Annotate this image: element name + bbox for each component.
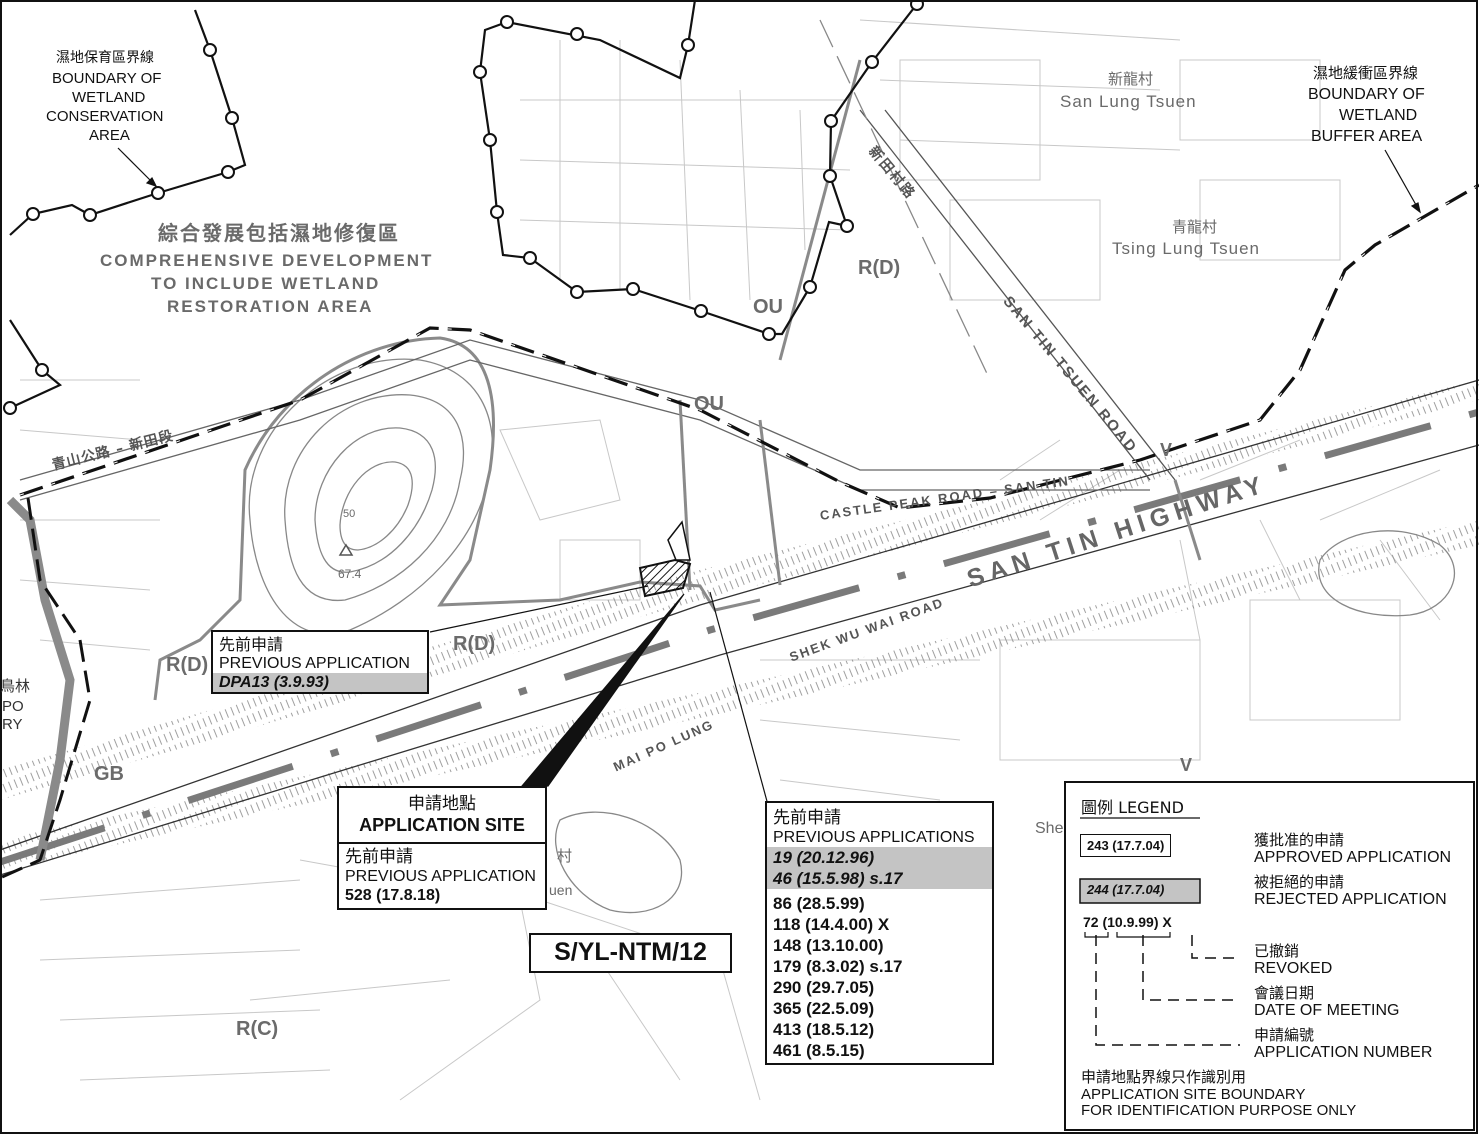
wetland-buffer-label-en2: WETLAND xyxy=(1339,107,1418,124)
fragment-mai-po-zh: 鳥林 xyxy=(0,677,31,695)
san-tin-tsuen-road xyxy=(819,19,1176,481)
wetland-buffer-label-en1: BOUNDARY OF xyxy=(1308,86,1425,103)
prev-app-site-zh: 先前申請 xyxy=(345,847,413,867)
prev-app-site-en: PREVIOUS APPLICATION xyxy=(345,868,536,885)
legend-approved-zh: 獲批准的申請 xyxy=(1254,831,1345,849)
legend-meeting-en: DATE OF MEETING xyxy=(1254,1002,1400,1019)
wetland-conservation-boundary-left xyxy=(9,9,247,409)
legend-approved-en: APPROVED APPLICATION xyxy=(1254,849,1452,866)
embankment-south xyxy=(0,520,1479,870)
prev-app-left-zh: 先前申請 xyxy=(219,635,284,654)
legend-rejected-zh: 被拒絕的申請 xyxy=(1254,873,1345,891)
wetland-conservation-label-en4: AREA xyxy=(89,127,130,144)
village-tsing-lung-zh: 青龍村 xyxy=(1172,218,1218,236)
prev-app-left-rejected: DPA13 (3.9.93) xyxy=(213,673,427,692)
prev-apps-rejected-2: 46 (15.5.98) s.17 xyxy=(767,868,992,889)
prev-app-site-approved: 528 (17.8.18) xyxy=(345,887,441,904)
application-site[interactable] xyxy=(638,558,692,598)
prev-apps-approved-3: 148 (13.10.00) xyxy=(773,936,884,955)
zone-boundary-hill xyxy=(153,336,761,701)
prev-apps-approved-7: 413 (18.5.12) xyxy=(773,1020,875,1039)
legend-note-en2: FOR IDENTIFICATION PURPOSE ONLY xyxy=(1081,1102,1357,1119)
prev-apps-rejected-1: 19 (20.12.96) xyxy=(767,847,992,868)
zone-gb: GB xyxy=(94,763,124,785)
wetland-conservation-label-en1: BOUNDARY OF xyxy=(52,70,162,87)
zone-rd-west: R(D) xyxy=(166,654,209,676)
prev-apps-approved-5: 290 (29.7.05) xyxy=(773,978,875,997)
prev-apps-right-zh: 先前申請 xyxy=(773,808,841,828)
fragment-ry: RY xyxy=(2,716,23,733)
legend-appno-en: APPLICATION NUMBER xyxy=(1254,1044,1433,1061)
previous-applications-box-right: 先前申請 PREVIOUS APPLICATIONS 19 (20.12.96)… xyxy=(765,801,994,1065)
legend-appno-zh: 申請編號 xyxy=(1254,1026,1315,1044)
wetland-buffer-label-en3: BUFFER AREA xyxy=(1311,128,1423,145)
legend-note-zh: 申請地點界線只作識別用 xyxy=(1081,1068,1247,1086)
spot-height-icon xyxy=(338,543,354,556)
village-san-lung-zh: 新龍村 xyxy=(1108,70,1154,88)
application-site-box: 申請地點 APPLICATION SITE xyxy=(337,786,547,844)
legend-rejected-chip: 244 (17.7.04) xyxy=(1087,882,1165,897)
river xyxy=(6,496,75,861)
zone-ou-centre: OU xyxy=(694,393,724,415)
legend-meeting-zh: 會議日期 xyxy=(1254,984,1315,1002)
legend-example: 72 (10.9.99) X xyxy=(1083,914,1172,930)
wetland-buffer-boundary xyxy=(19,183,1479,510)
application-site-zh: 申請地點 xyxy=(408,794,476,814)
prev-app-left-en: PREVIOUS APPLICATION xyxy=(219,655,410,672)
local-roads xyxy=(678,59,1202,591)
zone-ou-north: OU xyxy=(753,296,783,318)
legend-title: 圖例 LEGEND xyxy=(1081,798,1184,817)
prev-apps-approved-6: 365 (22.5.09) xyxy=(773,999,875,1018)
prev-apps-approved-2: 118 (14.4.00) X xyxy=(773,915,890,934)
prev-apps-approved-8: 461 (8.5.15) xyxy=(773,1041,865,1060)
legend-rejected-en: REJECTED APPLICATION xyxy=(1254,891,1447,908)
wetland-conservation-nodes-centre xyxy=(473,0,924,341)
legend-revoked-zh: 已撤銷 xyxy=(1254,942,1300,960)
wetland-conservation-label-en3: CONSERVATION xyxy=(46,108,164,125)
wetland-buffer-label-zh: 濕地緩衝區界線 xyxy=(1313,64,1419,82)
zone-v-south: V xyxy=(1180,755,1193,775)
application-site-en: APPLICATION SITE xyxy=(359,815,525,835)
fragment-cun: 村 xyxy=(557,847,573,865)
legend-revoked-en: REVOKED xyxy=(1254,960,1333,977)
prev-apps-approved-1: 86 (28.5.99) xyxy=(773,894,865,913)
legend-approved-chip: 243 (17.7.04) xyxy=(1080,834,1172,857)
comprehensive-development-label-en2: TO INCLUDE WETLAND xyxy=(151,274,381,293)
legend-note-en1: APPLICATION SITE BOUNDARY xyxy=(1081,1086,1306,1103)
zone-rd-east: R(D) xyxy=(858,257,901,279)
comprehensive-development-label-en1: COMPREHENSIVE DEVELOPMENT xyxy=(100,251,434,270)
wetland-buffer-boundary-left xyxy=(0,497,92,880)
comprehensive-development-label-zh: 綜合發展包括濕地修復區 xyxy=(158,221,400,245)
fragment-she: She xyxy=(1035,820,1064,837)
fragment-uen: uen xyxy=(549,882,573,898)
wetland-conservation-label-zh: 濕地保育區界線 xyxy=(56,50,154,66)
zone-rc: R(C) xyxy=(236,1018,279,1040)
plan-number: S/YL-NTM/12 xyxy=(529,933,732,973)
zone-v-north: V xyxy=(1160,440,1173,460)
wetland-conservation-label-en2: WETLAND xyxy=(72,89,146,106)
village-san-lung-en: San Lung Tsuen xyxy=(1060,92,1197,111)
zone-rd-centre: R(D) xyxy=(453,633,496,655)
contour-label: 50 xyxy=(343,508,356,520)
label-arrows xyxy=(117,147,1421,214)
comprehensive-development-label-en3: RESTORATION AREA xyxy=(167,297,374,316)
prev-apps-right-en: PREVIOUS APPLICATIONS xyxy=(773,829,975,846)
san-tin-highway xyxy=(0,379,1479,876)
wetland-conservation-nodes-left xyxy=(3,43,239,415)
previous-application-box-left: 先前申請 PREVIOUS APPLICATION DPA13 (3.9.93) xyxy=(211,630,429,694)
prev-apps-approved-4: 179 (8.3.02) s.17 xyxy=(773,957,903,976)
previous-application-box-site: 先前申請 PREVIOUS APPLICATION 528 (17.8.18) xyxy=(337,842,547,910)
spot-height-label: 67.4 xyxy=(338,567,362,581)
site-access-strip xyxy=(667,520,691,561)
embankment-north xyxy=(0,380,1479,800)
village-tsing-lung-en: Tsing Lung Tsuen xyxy=(1112,239,1261,258)
fragment-po: PO xyxy=(2,698,24,715)
